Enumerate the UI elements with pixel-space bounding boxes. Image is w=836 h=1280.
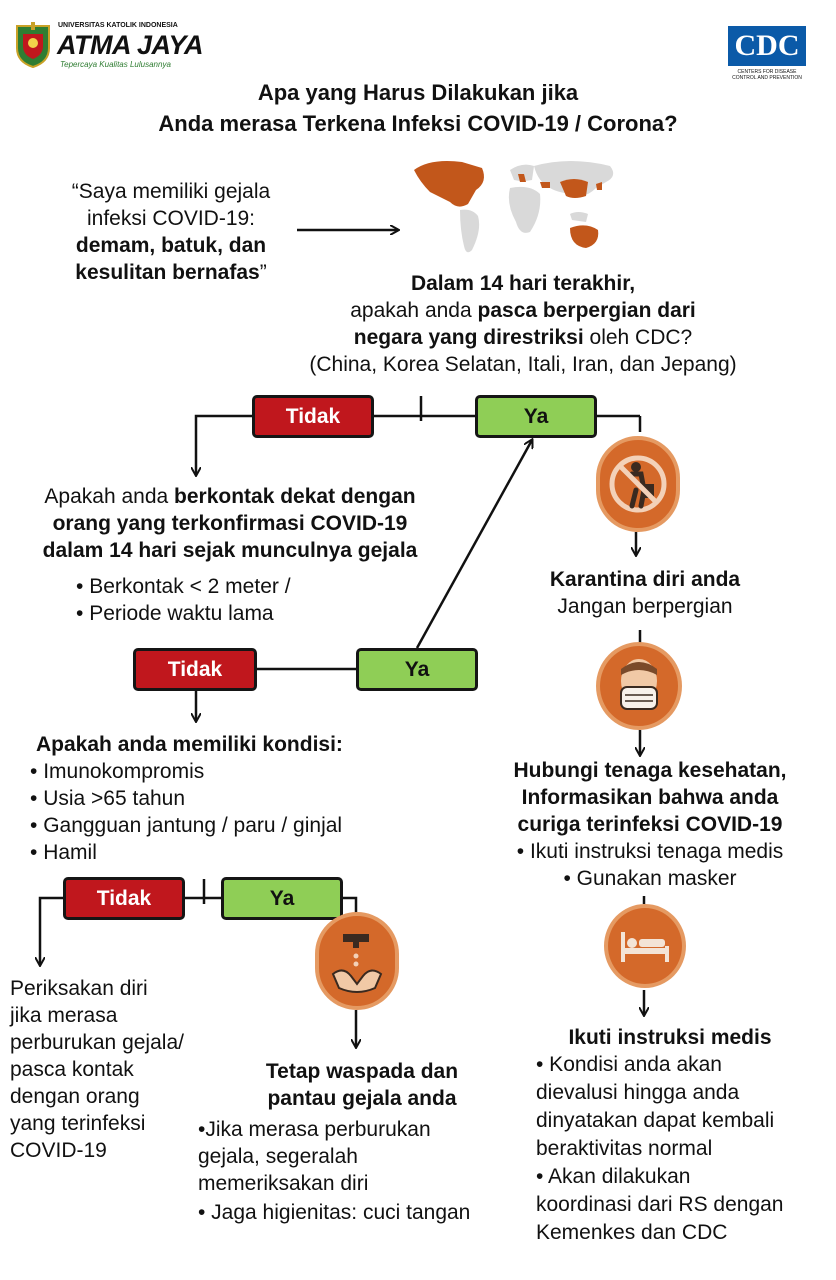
travel-question-line-2a: apakah anda <box>350 299 478 322</box>
watch-item: gejala, segeralah <box>198 1145 358 1168</box>
quote-line-1: “Saya memiliki gejala <box>71 180 271 203</box>
quarantine-block: Karantina diri anda Jangan berpergian <box>520 566 770 620</box>
self-check-advice: Periksakan diri jika merasa perburukan g… <box>10 975 230 1164</box>
contact-question-line-3: dalam 14 hari sejak munculnya gejala <box>42 539 418 562</box>
list-item: Periode waktu lama <box>76 600 406 627</box>
quote-close-mark: ” <box>259 261 267 284</box>
contact-health-line-3: curiga terinfeksi COVID-19 <box>517 813 783 836</box>
contact-health-line-1: Hubungi tenaga kesehatan, <box>513 759 787 782</box>
contact-question-line-1a: Apakah anda <box>44 485 175 508</box>
watch-item: •Jika merasa perburukan <box>198 1118 431 1141</box>
list-item: Gangguan jantung / paru / ginjal <box>30 812 430 839</box>
contact-health-bullet-1: • Ikuti instruksi tenaga medis <box>516 840 784 863</box>
logo-name: ATMA JAYA <box>57 30 204 60</box>
tidak-button-condition[interactable]: Tidak <box>63 877 185 920</box>
medical-line: dinyatakan dapat kembali <box>536 1109 775 1132</box>
advice-line: dengan orang <box>10 1085 140 1108</box>
contact-health-block: Hubungi tenaga kesehatan, Informasikan b… <box>480 757 820 892</box>
watch-title-line-2: pantau gejala anda <box>267 1087 457 1110</box>
list-item: Usia >65 tahun <box>30 785 430 812</box>
medical-list: • Kondisi anda akan dievalusi hingga and… <box>536 1051 832 1247</box>
hospital-bed-icon <box>604 904 686 988</box>
travel-question-line-4: (China, Korea Selatan, Itali, Iran, dan … <box>309 353 737 376</box>
quarantine-subtitle: Jangan berpergian <box>557 595 733 618</box>
page-title: Apa yang Harus Dilakukan jika Anda meras… <box>60 77 776 139</box>
list-item: Hamil <box>30 839 430 866</box>
list-item: Imunokompromis <box>30 758 430 785</box>
advice-line: pasca kontak <box>10 1058 134 1081</box>
world-map-icon <box>414 161 614 253</box>
contact-health-line-2: Informasikan bahwa anda <box>521 786 779 809</box>
travel-question-line-3b: oleh CDC? <box>583 326 693 349</box>
watch-title-line-1: Tetap waspada dan <box>265 1060 459 1083</box>
condition-list: Imunokompromis Usia >65 tahun Gangguan j… <box>30 758 430 866</box>
university-crest-icon <box>16 22 50 68</box>
medical-line: • Kondisi anda akan <box>536 1053 722 1076</box>
travel-question-line-2b: pasca berpergian dari <box>477 299 696 322</box>
bed-glyph-icon <box>621 932 669 962</box>
advice-line: yang terinfeksi <box>10 1112 146 1135</box>
medical-line: • Akan dilakukan <box>536 1165 691 1188</box>
ya-button-travel[interactable]: Ya <box>475 395 597 438</box>
handwash-glyph-icon <box>331 934 383 993</box>
cdc-logo-caption: CENTERS FOR DISEASE CONTROL AND PREVENTI… <box>732 69 802 81</box>
advice-line: perburukan gejala/ <box>10 1031 184 1054</box>
travel-question-line-3a: negara yang direstriksi <box>353 326 584 349</box>
quote-line-3: demam, batuk, dan <box>75 234 267 257</box>
watch-symptoms-title: Tetap waspada dan pantau gejala anda <box>232 1058 492 1112</box>
ya-button-condition[interactable]: Ya <box>221 877 343 920</box>
list-item: Berkontak < 2 meter / <box>76 573 406 600</box>
travel-question-line-1: Dalam 14 hari terakhir, <box>410 272 636 295</box>
watch-item: memeriksakan diri <box>198 1172 369 1195</box>
medical-line: Kemenkes dan CDC <box>536 1221 728 1244</box>
tidak-button-contact[interactable]: Tidak <box>133 648 257 691</box>
advice-line: jika merasa <box>10 1004 118 1027</box>
quarantine-title: Karantina diri anda <box>549 568 741 591</box>
ya-button-contact[interactable]: Ya <box>356 648 478 691</box>
atma-jaya-logo: UNIVERSITAS KATOLIK INDONESIA ATMA JAYA … <box>14 18 204 72</box>
quote-line-4: kesulitan bernafas <box>75 261 260 284</box>
quote-line-2: infeksi COVID-19: <box>86 207 256 230</box>
advice-line: COVID-19 <box>10 1139 107 1162</box>
medical-line: koordinasi dari RS dengan <box>536 1193 784 1216</box>
logo-top-text: UNIVERSITAS KATOLIK INDONESIA <box>58 22 178 29</box>
travel-question: Dalam 14 hari terakhir, apakah anda pasc… <box>268 270 778 378</box>
watch-symptoms-list: •Jika merasa perburukan gejala, segerala… <box>198 1116 518 1226</box>
symptom-quote: “Saya memiliki gejala infeksi COVID-19: … <box>40 178 302 286</box>
title-line-2: Anda merasa Terkena Infeksi COVID-19 / C… <box>158 111 678 136</box>
condition-question: Apakah anda memiliki kondisi: <box>36 733 343 756</box>
contact-question-line-1b: berkontak dekat dengan <box>174 485 416 508</box>
title-line-1: Apa yang Harus Dilakukan jika <box>257 80 579 105</box>
contact-health-bullet-2: • Gunakan masker <box>563 867 737 890</box>
medical-line: beraktivitas normal <box>536 1137 713 1160</box>
handwash-icon <box>315 912 399 1010</box>
contact-question-line-2: orang yang terkonfirmasi COVID-19 <box>52 512 408 535</box>
face-mask-icon <box>596 642 682 730</box>
tidak-button-travel[interactable]: Tidak <box>252 395 374 438</box>
no-travel-icon <box>596 436 680 532</box>
watch-item: • Jaga higienitas: cuci tangan <box>198 1201 471 1224</box>
contact-criteria-list: Berkontak < 2 meter / Periode waktu lama <box>76 573 406 627</box>
cdc-logo: CDC CENTERS FOR DISEASE CONTROL AND PREV… <box>728 26 806 84</box>
cdc-logo-box: CDC <box>728 26 806 66</box>
medical-title: Ikuti instruksi medis <box>568 1026 772 1049</box>
mask-glyph-icon <box>620 659 658 710</box>
advice-line: Periksakan diri <box>10 977 148 1000</box>
logo-tagline: Tepercaya Kualitas Lulusannya <box>60 60 171 69</box>
no-travel-glyph-icon <box>609 455 667 513</box>
contact-question: Apakah anda berkontak dekat dengan orang… <box>10 483 450 564</box>
medical-line: dievalusi hingga anda <box>536 1081 740 1104</box>
